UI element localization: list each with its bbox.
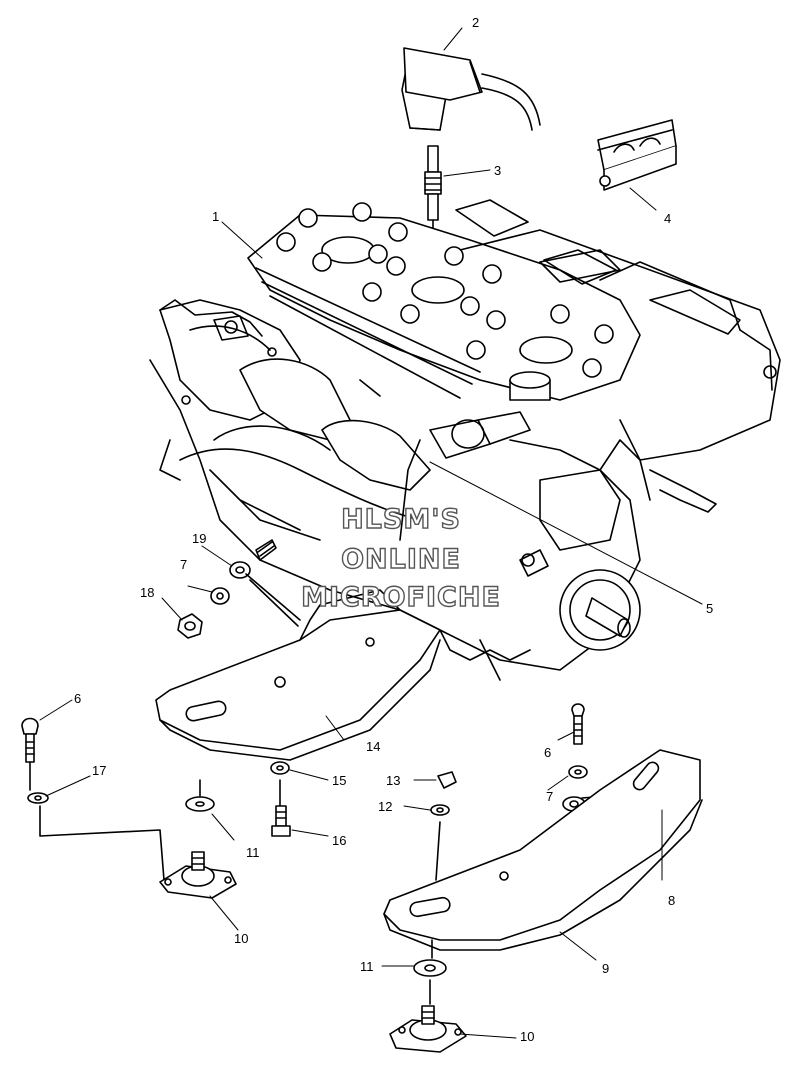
callout-2: 2 [472, 15, 480, 30]
engine-mount-plate-rear [383, 749, 703, 951]
callout-6-left: 6 [74, 691, 82, 706]
callout-18: 18 [140, 585, 155, 600]
callout-10-right: 10 [520, 1029, 535, 1044]
callout-17: 17 [92, 763, 107, 778]
callout-12: 12 [378, 799, 393, 814]
leader-lines [39, 27, 703, 1039]
callout-11-left: 11 [246, 845, 260, 860]
engine-mount-plate-front [155, 589, 441, 761]
spark-plug-cap [401, 47, 541, 131]
callout-3: 3 [494, 163, 502, 178]
callout-16: 16 [332, 833, 347, 848]
right-rubber-mount [389, 939, 467, 1053]
callout-9: 9 [602, 961, 610, 976]
middle-bolt-washer [270, 761, 291, 837]
callout-8: 8 [668, 893, 676, 908]
head-bolts [276, 202, 614, 378]
callout-6-right: 6 [544, 745, 552, 760]
callout-11-right: 11 [360, 959, 374, 974]
callout-19: 19 [192, 531, 207, 546]
engine-block [149, 199, 781, 681]
callout-7-right: 7 [546, 789, 554, 804]
callout-1: 1 [212, 209, 220, 224]
left-rubber-mount [159, 779, 237, 899]
watermark-line-2: ONLINE [340, 544, 461, 575]
left-mount-bolt [21, 717, 165, 881]
callout-4: 4 [664, 211, 672, 226]
callout-15: 15 [332, 773, 347, 788]
callout-10-left: 10 [234, 931, 249, 946]
stud-washer-nut [177, 539, 301, 639]
watermark-line-1: HLSM'S [340, 504, 461, 535]
callout-5: 5 [706, 601, 714, 616]
wire-clip [597, 119, 677, 191]
callout-14: 14 [366, 739, 381, 754]
callout-7-left: 7 [180, 557, 188, 572]
callout-13: 13 [386, 773, 401, 788]
spark-plug [424, 145, 442, 233]
watermark-line-3: MICROFICHE [300, 582, 501, 613]
